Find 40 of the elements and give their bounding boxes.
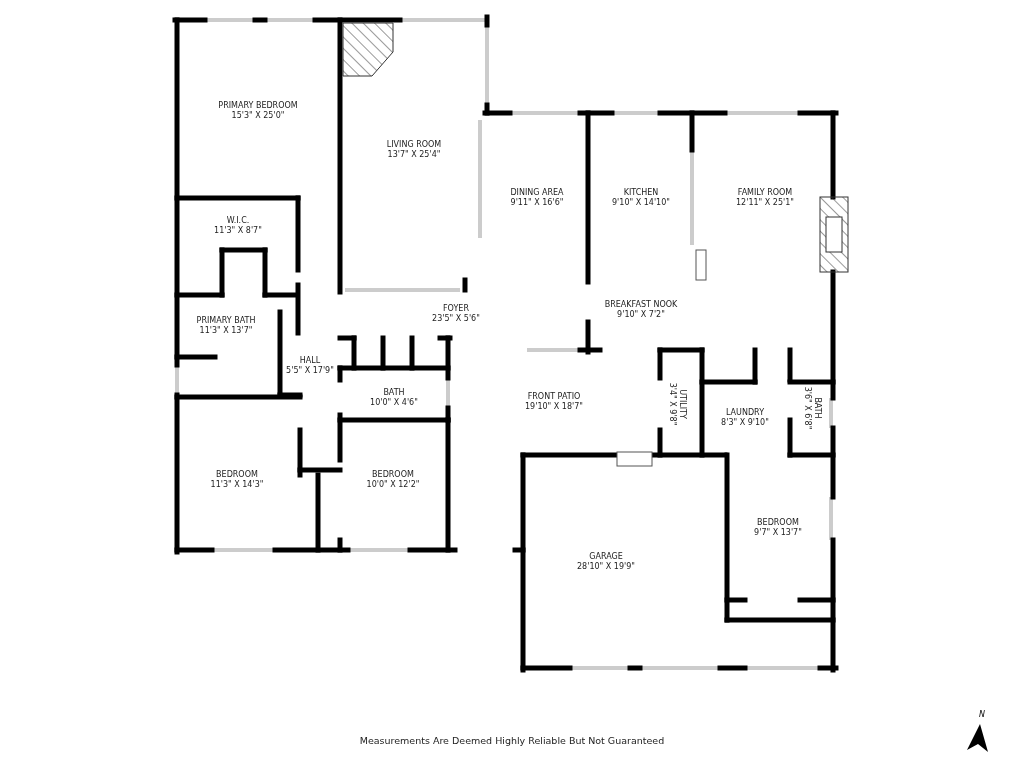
- room-name: GARAGE: [588, 552, 624, 562]
- room-dimensions: 5'5" X 17'9": [286, 366, 334, 376]
- disclaimer-note: Measurements Are Deemed Highly Reliable But Not Guaranteed: [359, 735, 665, 746]
- room-dimensions: 13'7" X 25'4": [386, 150, 442, 160]
- room-dimensions: 12'11" X 25'1": [736, 198, 794, 208]
- room-dimensions: 19'10" X 18'7": [525, 402, 583, 412]
- room-name: BATH: [812, 396, 822, 421]
- room-name: W.I.C.: [225, 216, 251, 226]
- room-name: LIVING ROOM: [386, 140, 442, 150]
- room-name: FRONT PATIO: [526, 392, 582, 402]
- room-name: BREAKFAST NOOK: [604, 300, 678, 310]
- room-name: FOYER: [442, 304, 470, 314]
- north-label: N: [979, 710, 985, 719]
- room-dimensions: 8'3" X 9'10": [721, 418, 769, 428]
- room-name: HALL: [298, 356, 322, 366]
- room-name: PRIMARY BATH: [196, 316, 256, 326]
- room-dimensions: 3'6" X 6'8": [802, 386, 812, 430]
- room-dimensions: 9'7" X 13'7": [754, 528, 802, 538]
- room-name: UTILITY: [677, 388, 687, 421]
- room-name: PRIMARY BEDROOM: [218, 101, 298, 111]
- room-name: BEDROOM: [756, 518, 800, 528]
- room-dimensions: 15'3" X 25'0": [230, 111, 286, 121]
- room-dimensions: 9'10" X 14'10": [612, 198, 670, 208]
- room-name: BEDROOM: [371, 470, 415, 480]
- room-dimensions: 3'4" X 9'8": [667, 382, 677, 426]
- room-name: BEDROOM: [215, 470, 259, 480]
- room-dimensions: 10'0" X 12'2": [366, 480, 420, 490]
- room-dimensions: 9'11" X 16'6": [510, 198, 564, 208]
- room-dimensions: 10'0" X 4'6": [370, 398, 418, 408]
- room-name: KITCHEN: [622, 188, 660, 198]
- room-dimensions: 9'10" X 7'2": [616, 310, 666, 320]
- room-name: BATH: [382, 388, 406, 398]
- room-dimensions: 11'3" X 13'7": [198, 326, 254, 336]
- room-name: DINING AREA: [510, 188, 564, 198]
- room-dimensions: 11'3" X 8'7": [214, 226, 262, 236]
- room-name: FAMILY ROOM: [736, 188, 794, 198]
- room-dimensions: 23'5" X 5'6": [432, 314, 480, 324]
- room-dimensions: 28'10" X 19'9": [577, 562, 635, 572]
- room-name: LAUNDRY: [724, 408, 765, 418]
- room-dimensions: 11'3" X 14'3": [210, 480, 264, 490]
